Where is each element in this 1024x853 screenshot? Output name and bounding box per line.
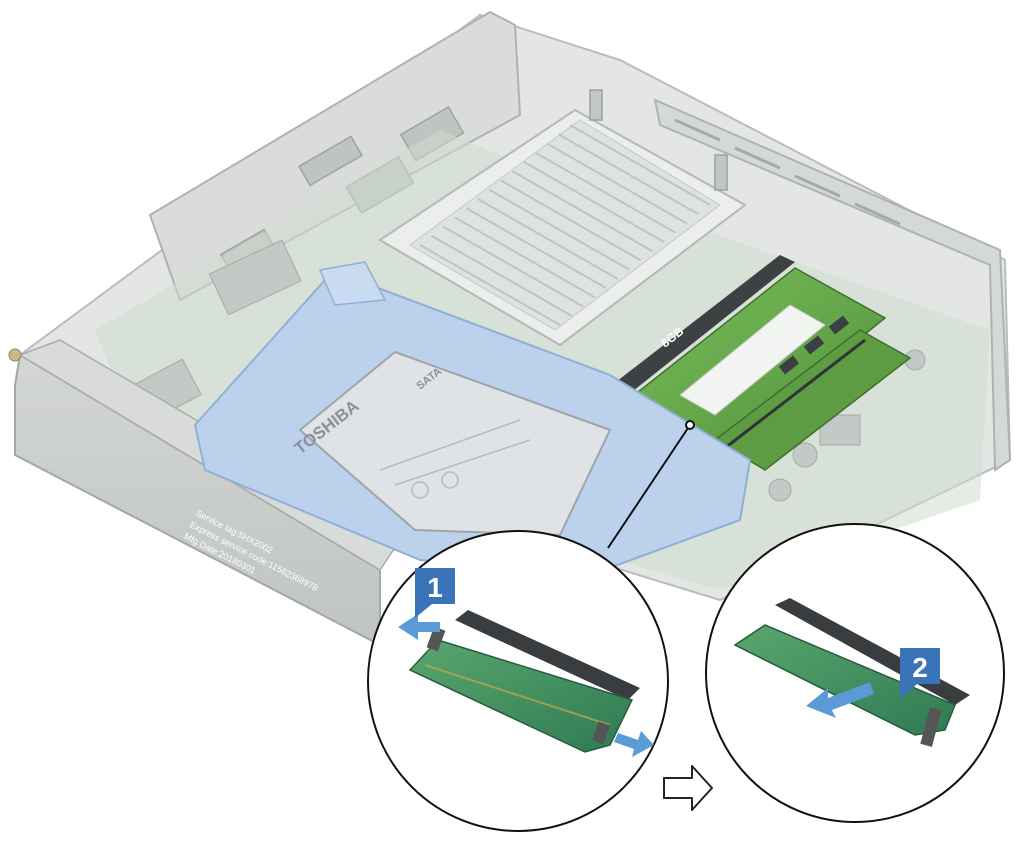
- step-1-number: 1: [427, 572, 443, 603]
- heatsink-fin: [523, 161, 665, 243]
- heatsink-fin: [419, 244, 561, 326]
- heatsink-fin: [488, 188, 630, 271]
- socket-clip-step2: [920, 707, 942, 747]
- memory-chips: [778, 315, 850, 375]
- heatsink-fin: [454, 216, 596, 299]
- outline-right-arrow-icon: [663, 765, 713, 811]
- socket-clip-right: [591, 721, 611, 745]
- heatsink-fin: [431, 234, 573, 317]
- heatsink-fins: [419, 124, 711, 326]
- memory-socket: [612, 255, 795, 395]
- step-2-badge: 2: [900, 648, 940, 700]
- heatsink-fin: [442, 225, 584, 308]
- hard-drive-assembly: TOSHIBA SATA: [193, 261, 752, 577]
- drive-carrier-tab: [318, 261, 387, 306]
- heatsink-fin: [477, 197, 619, 280]
- memory-socket-lower: [724, 338, 866, 450]
- step-2-number: 2: [912, 652, 928, 683]
- heatsink: [378, 89, 747, 347]
- heatsink-fin: [557, 133, 699, 216]
- detail-circle-step1: 1: [367, 530, 669, 832]
- dimm-module-step2: [733, 624, 956, 736]
- heatsink-fin: [569, 124, 711, 206]
- heatsink-screws: [589, 89, 728, 191]
- step-1-badge: 1: [415, 568, 455, 618]
- blue-arrow-icon: [614, 731, 654, 757]
- heatsink-fin: [534, 151, 676, 234]
- dimm-contacts: [424, 664, 611, 726]
- socket-clip-left: [426, 626, 446, 652]
- chassis-screw: [8, 348, 22, 362]
- memory-module-label: [679, 304, 826, 416]
- callout-leader-line: [607, 420, 695, 549]
- motherboard-components: [133, 239, 926, 502]
- memory-modules: 8GB: [612, 255, 912, 471]
- blue-arrow-icon: [806, 682, 874, 718]
- heatsink-fin: [511, 170, 653, 253]
- drive-label-marks: [379, 419, 531, 499]
- side-wall-vents: [674, 118, 901, 226]
- heatsink-fin: [465, 207, 607, 289]
- heatsink-fin: [500, 179, 642, 262]
- chassis-side-wall: [653, 98, 1012, 472]
- dimm-socket: [455, 610, 640, 700]
- front-panel: [14, 353, 381, 647]
- blue-arrow-icon: [398, 614, 440, 640]
- heatsink-fin: [546, 142, 688, 225]
- detail-circle-step2: 2: [705, 523, 1005, 823]
